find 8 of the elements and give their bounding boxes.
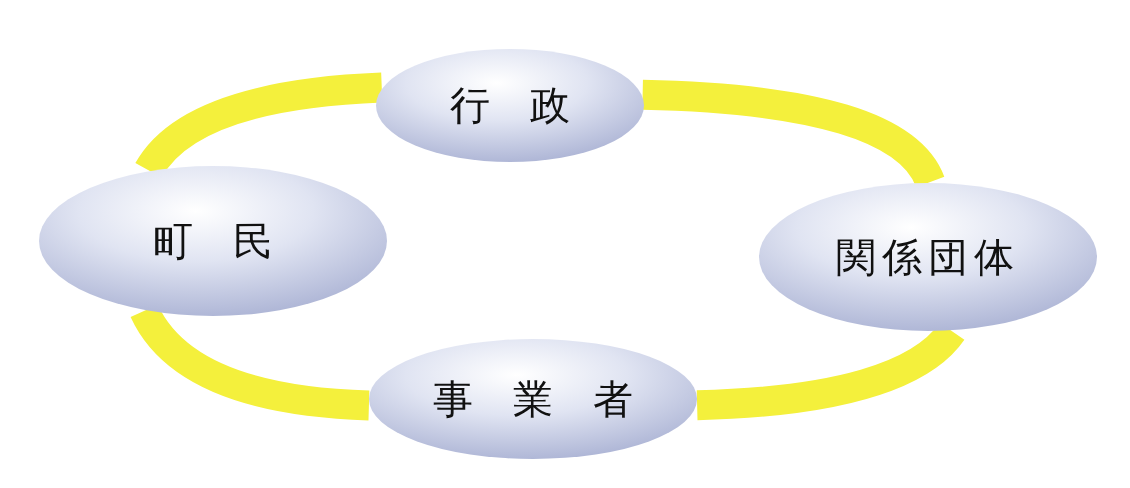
node-label: 行 政 — [450, 81, 570, 130]
ellipse-node — [758, 182, 1098, 332]
node-label: 関係団体 — [836, 232, 1020, 282]
ellipse-node — [38, 165, 388, 317]
ellipse-node — [368, 338, 698, 460]
node-label: 事 業 者 — [433, 374, 633, 424]
ellipse-node — [375, 48, 645, 163]
node-label: 町 民 — [153, 216, 273, 266]
